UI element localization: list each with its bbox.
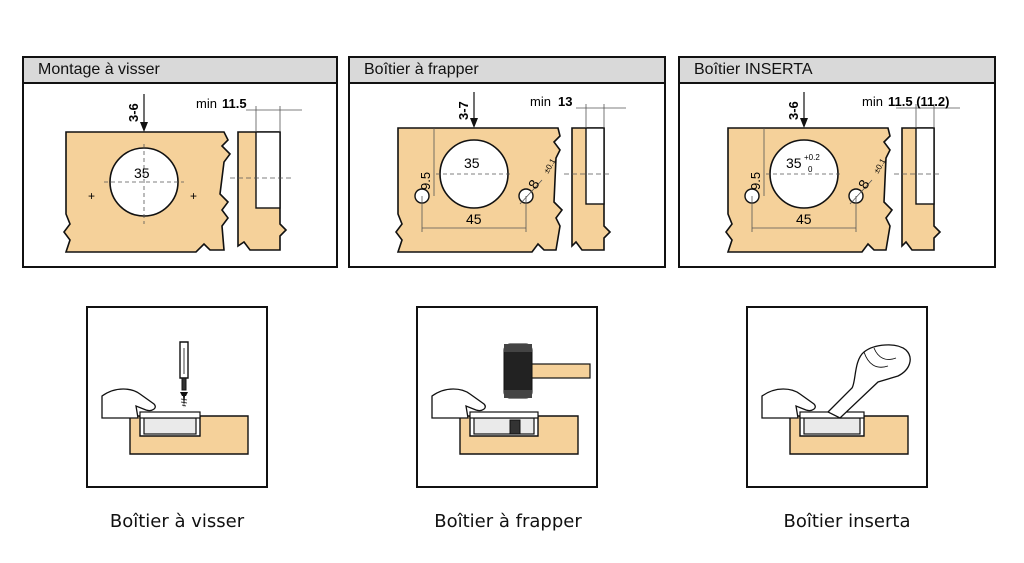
diameter-tol-lower: 0 bbox=[808, 165, 813, 174]
panel-boitier-inserta: Boîtier INSERTA 35 +0.2 0 45 9.5 3-6 8 ±… bbox=[678, 56, 996, 268]
drilling-diagram-screw: 35 + + 3-6 min 11.5 bbox=[63, 94, 302, 253]
min-value: 13 bbox=[558, 94, 572, 109]
min-label: min bbox=[862, 94, 883, 109]
panel-title: Montage à visser bbox=[38, 61, 160, 78]
diameter-label: 35 bbox=[786, 155, 802, 171]
panel-header: Boîtier INSERTA bbox=[680, 58, 994, 84]
spacing-label: 45 bbox=[796, 211, 812, 227]
caption-inserta: Boîtier inserta bbox=[783, 511, 911, 532]
hand-icon bbox=[431, 388, 486, 419]
screwdriver-icon bbox=[179, 341, 189, 391]
min-value: 11.5 bbox=[222, 96, 247, 111]
min-value: 11.5 (11.2) bbox=[888, 94, 949, 109]
cross-mark: + bbox=[190, 189, 197, 203]
hammer-icon bbox=[503, 343, 591, 399]
depth-label: 3-7 bbox=[456, 101, 471, 120]
hinge-cup bbox=[473, 417, 535, 435]
depth-label: 3-6 bbox=[786, 101, 801, 120]
hinge-cup bbox=[143, 417, 197, 435]
hand-icon bbox=[101, 388, 156, 419]
hinge-cup bbox=[803, 417, 861, 435]
pressing-hand-icon bbox=[826, 344, 911, 419]
caption-screw: Boîtier à visser bbox=[109, 511, 245, 532]
hand-icon bbox=[761, 388, 816, 419]
diameter-label: 35 bbox=[134, 165, 150, 181]
offset-label: 9.5 bbox=[418, 172, 433, 190]
drilling-diagram-inserta: 35 +0.2 0 45 9.5 3-6 8 ±0.1 min 11.5 (11… bbox=[725, 92, 960, 253]
panel-header: Montage à visser bbox=[24, 58, 336, 84]
diameter-tol-upper: +0.2 bbox=[804, 153, 820, 162]
caption-hammer: Boîtier à frapper bbox=[434, 511, 582, 532]
depth-label: 3-6 bbox=[126, 103, 141, 122]
illustration-inserta bbox=[746, 306, 928, 488]
illustration-hammer bbox=[416, 306, 598, 488]
min-label: min bbox=[196, 96, 217, 111]
cross-mark: + bbox=[88, 189, 95, 203]
panel-boitier-frapper: Boîtier à frapper 35 45 9.5 3-7 8 ±0.1 m… bbox=[348, 56, 666, 268]
screw-icon bbox=[180, 392, 188, 408]
diameter-label: 35 bbox=[464, 155, 480, 171]
panel-header: Boîtier à frapper bbox=[350, 58, 664, 84]
illustration-screw bbox=[86, 306, 268, 488]
panel-title: Boîtier à frapper bbox=[364, 61, 479, 78]
panel-montage-visser: Montage à visser 35 + + 3-6 min 11.5 bbox=[22, 56, 338, 268]
spacing-label: 45 bbox=[466, 211, 482, 227]
offset-label: 9.5 bbox=[748, 172, 763, 190]
panel-title: Boîtier INSERTA bbox=[694, 61, 813, 78]
min-label: min bbox=[530, 94, 551, 109]
drilling-diagram-hammer: 35 45 9.5 3-7 8 ±0.1 min 13 bbox=[395, 92, 626, 253]
